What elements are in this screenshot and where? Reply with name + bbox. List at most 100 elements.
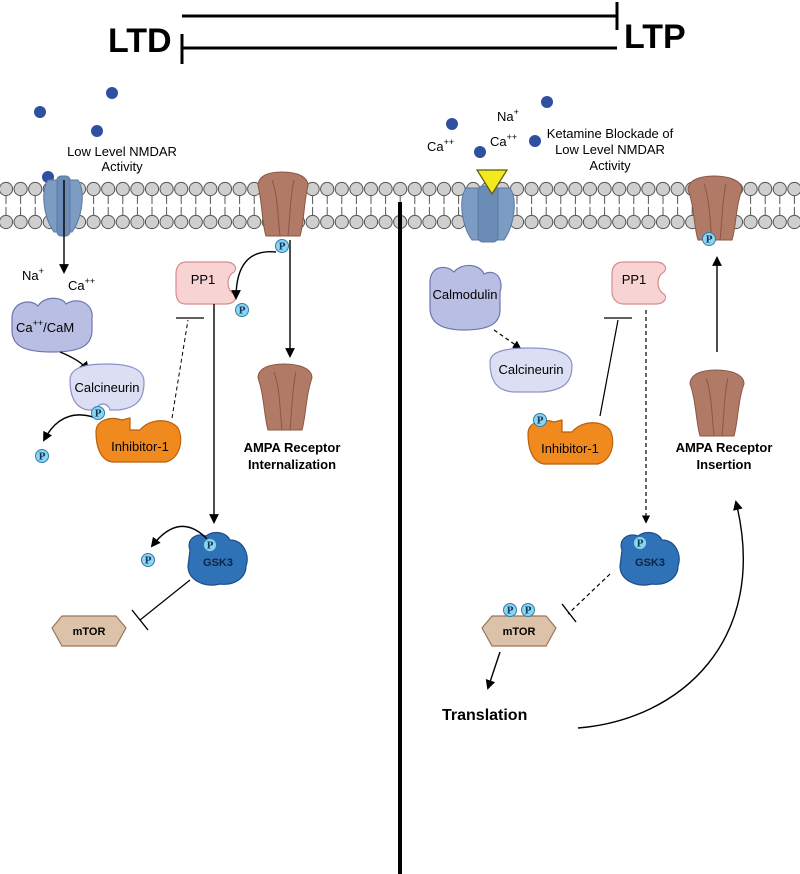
lipid-head <box>334 181 349 197</box>
lipid-head <box>203 181 218 197</box>
lipid-head <box>641 214 656 230</box>
lipid-head <box>597 181 612 197</box>
lipid-head <box>612 181 627 197</box>
lipid-head <box>568 214 583 230</box>
lipid-head <box>320 214 335 230</box>
phosphate-label: P <box>239 307 246 317</box>
header-inhibition-bars <box>180 2 619 64</box>
ltd-ca-label: Ca++ <box>68 276 95 293</box>
lipid-head <box>407 214 422 230</box>
ltp-mtor-to-translation-arrow <box>485 651 501 690</box>
ltp-na-label: Na+ <box>497 107 519 124</box>
phosphate-label: P <box>279 243 286 253</box>
phosphate-icon <box>203 538 217 552</box>
lipid-head <box>28 214 43 230</box>
lipid-head <box>772 214 787 230</box>
lipid-head <box>349 214 364 230</box>
lipid-head <box>232 214 247 230</box>
lipid-head <box>655 214 671 230</box>
ltd-mtor-label: mTOR <box>73 626 106 638</box>
lipid-head <box>101 214 116 230</box>
phosphate-label: P <box>637 540 644 550</box>
ltp-ampa-receptor-intracellular <box>689 369 745 437</box>
lipid-head <box>612 214 627 230</box>
ltp-pp1-protein <box>611 261 667 305</box>
lipid-head <box>13 214 28 230</box>
lipid-head <box>320 181 335 197</box>
ltp-translation-label: Translation <box>442 707 527 724</box>
lipid-head <box>159 181 174 197</box>
ltd-gsk3-label: GSK3 <box>203 557 233 569</box>
ltd-inhibitor1-label: Inhibitor-1 <box>111 439 169 454</box>
phosphate-label: P <box>537 417 544 427</box>
lipid-head <box>743 214 758 230</box>
lipid-head <box>553 214 568 230</box>
lipid-head <box>539 214 554 230</box>
ltp-ions <box>446 96 553 158</box>
lipid-head <box>422 214 437 230</box>
lipid-head <box>787 214 800 230</box>
lipid-head <box>174 214 189 230</box>
lipid-head <box>363 181 379 197</box>
lipid-head <box>436 214 452 230</box>
lipid-head <box>758 214 773 230</box>
lipid-head <box>539 181 554 197</box>
phosphate-icon <box>702 232 716 246</box>
lipid-head <box>203 214 218 230</box>
ltp-title: LTP <box>624 18 686 56</box>
ltd-inhibitor1-protein <box>95 417 182 463</box>
lipid-head <box>655 181 671 197</box>
lipid-head <box>86 181 101 197</box>
ltp-inhibitor1-label: Inhibitor-1 <box>541 441 599 456</box>
ltd-mtor-protein <box>51 615 127 647</box>
lipid-head <box>597 214 612 230</box>
lipid-head <box>626 214 641 230</box>
lipid-head <box>568 181 583 197</box>
phosphate-label: P <box>207 542 214 552</box>
phosphate-icon <box>533 413 547 427</box>
lipid-head <box>553 181 568 197</box>
ltp-gsk3-to-mtor-dashed <box>567 573 611 615</box>
ltp-pp1-label: PP1 <box>622 272 647 287</box>
ltp-nmdar-receptor <box>461 185 515 243</box>
lipid-head <box>363 214 379 230</box>
ltd-na-label: Na+ <box>22 266 44 283</box>
lipid-head <box>436 181 452 197</box>
ltp-calcineurin-label: Calcineurin <box>498 362 563 377</box>
phosphate-icon <box>275 239 289 253</box>
lipid-head <box>115 214 130 230</box>
phosphate-icon <box>521 603 535 617</box>
lipid-head <box>787 181 800 197</box>
ltd-inhibitor1-to-pp1-dashed <box>171 319 189 419</box>
ltd-mtor-inhibition-bar <box>131 609 149 631</box>
ltd-ions <box>34 87 118 183</box>
ltd-dephosphorylation-arrow <box>43 414 97 442</box>
ltd-cacam-protein <box>11 297 93 353</box>
lipid-head <box>232 181 247 197</box>
lipid-head <box>670 181 685 197</box>
lipid-head <box>115 181 130 197</box>
ltd-ampa-receptor-internalized <box>257 363 313 431</box>
lipid-head <box>407 181 422 197</box>
lipid-head <box>0 214 14 230</box>
ltd-nmdar-activity-label-2: Activity <box>101 159 143 174</box>
lipid-head <box>349 181 364 197</box>
ltd-pp1-protein <box>175 261 237 305</box>
ltp-calmodulin-label: Calmodulin <box>432 287 497 302</box>
ltp-ampa-label-2: Insertion <box>697 457 752 472</box>
ltd-ampa-label-2: Internalization <box>248 457 336 472</box>
lipid-head <box>174 181 189 197</box>
ltp-calmodulin-protein <box>429 264 502 331</box>
ltp-mtor-label: mTOR <box>503 626 536 638</box>
ltd-pp1-label: PP1 <box>191 272 216 287</box>
phosphate-icon <box>35 449 49 463</box>
ltp-calmodulin-to-calcineurin-dashed <box>493 329 522 349</box>
ltd-gsk3-dephosphorylation-arrow <box>150 525 209 548</box>
lipid-head <box>641 181 656 197</box>
lipid-head <box>743 181 758 197</box>
lipid-head <box>378 181 393 197</box>
ltd-ampa-receptor-membrane <box>257 171 309 237</box>
lipid-head <box>86 214 101 230</box>
